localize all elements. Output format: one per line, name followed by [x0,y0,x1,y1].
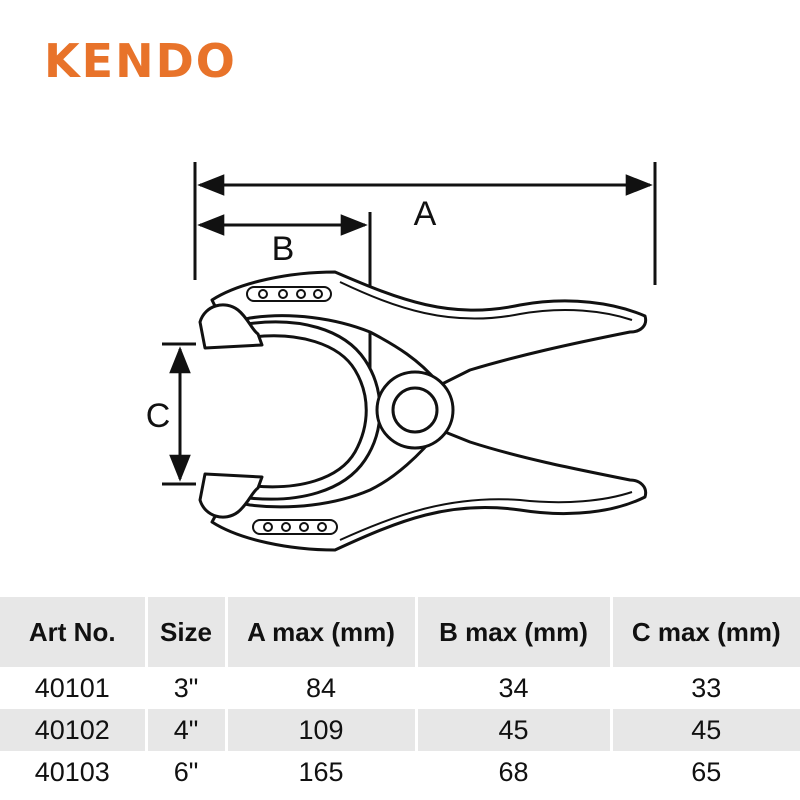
header-art-no: Art No. [0,597,148,667]
upper-grip-holes [246,286,332,302]
header-c-max: C max (mm) [611,597,800,667]
dimension-b-label: B [272,230,295,268]
cell-c-max: 65 [691,756,722,787]
upper-jaw-pad [198,303,264,350]
cell-size: 3" [146,667,228,709]
clamp-dimension-diagram: A B C [146,162,657,552]
table-row: 40101 3" 84 34 33 [0,667,800,709]
table-row: 40102 4" 109 45 45 [0,709,800,751]
cell-size: 6" [146,751,228,793]
header-size: Size [146,597,228,667]
lower-grip-holes [252,519,338,535]
cell-c-max: 33 [691,672,722,703]
cell-b-max: 45 [416,709,613,751]
cell-art-no: 40102 [0,709,148,751]
clamp-inner-loop [238,320,382,501]
lower-jaw-pad [198,472,264,519]
specification-table: Art No. Size A max (mm) B max (mm) C max… [0,597,800,793]
cell-art-no: 40101 [0,667,148,709]
cell-a-max: 165 [226,751,418,793]
cell-size: 4" [146,709,228,751]
table-header-row: Art No. Size A max (mm) B max (mm) C max… [0,597,800,667]
kendo-logo: KENDO [44,34,237,88]
header-b-max: B max (mm) [416,597,613,667]
header-a-max: A max (mm) [226,597,418,667]
table-row: 40103 6" 165 68 65 [0,751,800,793]
cell-art-no: 40103 [0,751,148,793]
cell-a-max: 109 [226,709,418,751]
cell-c-max: 45 [611,709,800,751]
cell-b-max: 68 [416,751,613,793]
pivot-pin [391,386,439,434]
cell-a-max: 84 [226,667,418,709]
cell-b-max: 34 [416,667,613,709]
spring-clamp-drawing [198,270,648,552]
dimension-a-label: A [414,195,437,233]
dimension-c-label: C [146,397,171,435]
